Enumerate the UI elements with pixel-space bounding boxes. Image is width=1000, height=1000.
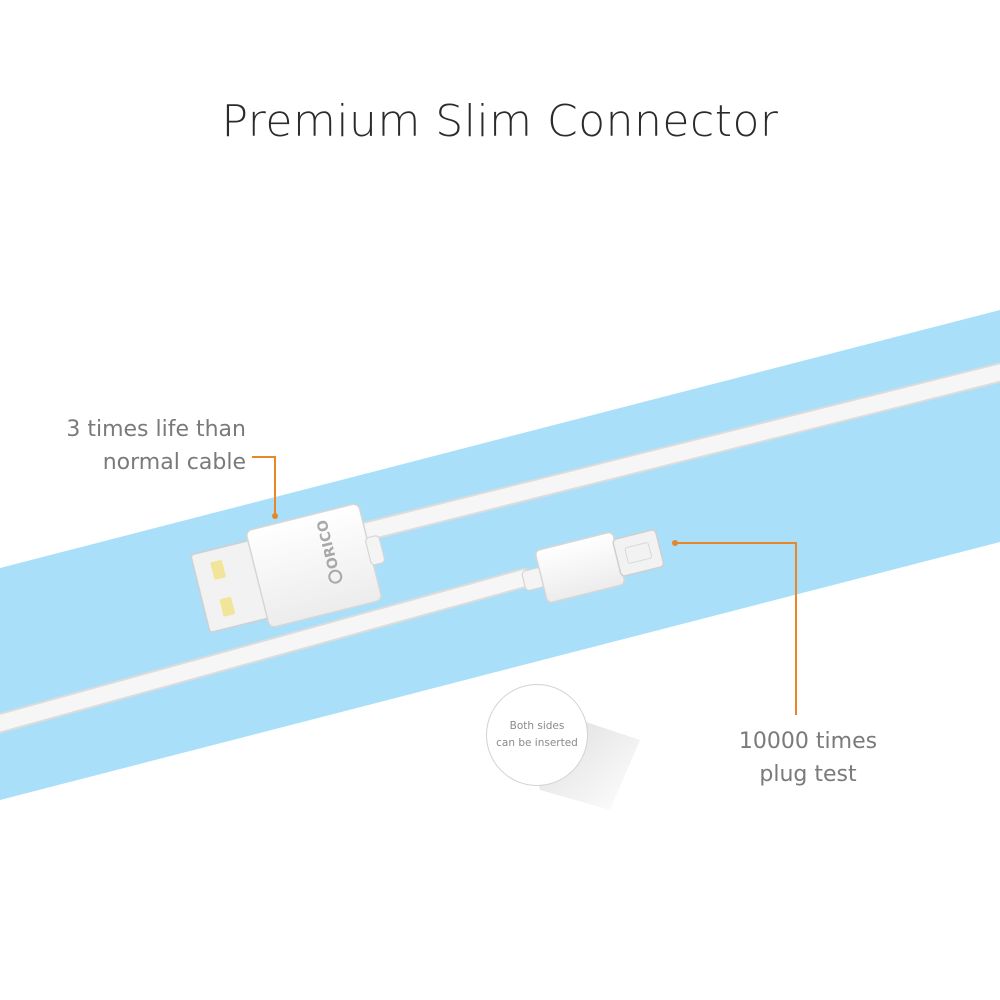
callout-life-span-line1: 3 times life than: [66, 417, 246, 442]
usb-a-contact-top: [210, 560, 226, 580]
right-callout-dot: [672, 540, 678, 546]
reversible-badge: Both sides can be inserted: [486, 684, 588, 786]
brand-logo-mark: [328, 569, 343, 584]
right-callout-line: [676, 542, 797, 715]
callout-life-span: 3 times life than normal cable: [40, 413, 246, 479]
usb-a-contact-bottom: [219, 596, 235, 617]
page-title: Premium Slim Connector: [221, 96, 779, 147]
callout-plug-test: 10000 times plug test: [700, 725, 916, 791]
callout-lines: [252, 456, 797, 715]
reversible-badge-line1: Both sides: [509, 720, 565, 732]
upper-cable: [358, 362, 1000, 541]
left-callout-dot: [272, 513, 278, 519]
callout-plug-test-line1: 10000 times: [738, 729, 878, 754]
reversible-badge-line2: can be inserted: [496, 737, 578, 749]
callout-plug-test-line2: plug test: [759, 762, 857, 787]
lower-cable: [0, 568, 534, 734]
left-callout-line: [252, 456, 276, 514]
usb-a-strain-relief: [365, 535, 385, 566]
callout-life-span-line2: normal cable: [102, 450, 246, 475]
micro-usb-plug: [521, 529, 665, 604]
micro-usb-metal-tip: [612, 529, 665, 577]
usb-a-plug: ORICO: [190, 503, 385, 633]
